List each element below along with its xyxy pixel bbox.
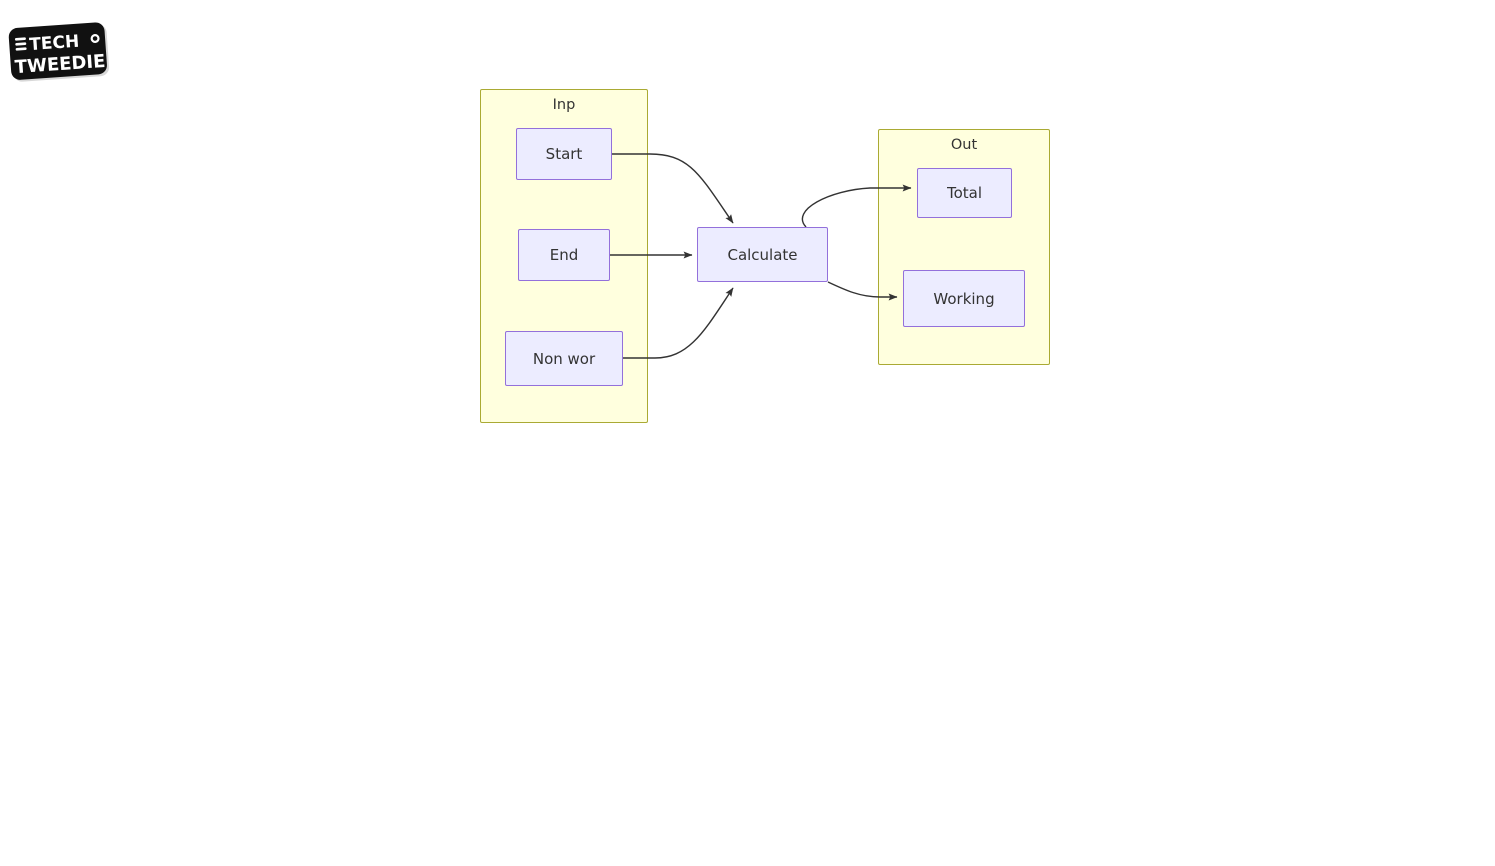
cluster-inputs-label: Inp — [552, 97, 576, 113]
node-calculate-label: Calculate — [727, 245, 798, 264]
cluster-outputs-label: Out — [950, 137, 978, 153]
node-start-label: Start — [545, 145, 583, 163]
node-working-label: Working — [933, 289, 995, 308]
node-end[interactable]: End — [518, 229, 610, 281]
node-total[interactable]: Total — [917, 168, 1012, 218]
logo-text-line1: TECH — [29, 32, 80, 55]
node-non-working-label: Non wor — [532, 349, 596, 368]
node-calculate[interactable]: Calculate — [697, 227, 828, 282]
cluster-outputs[interactable]: Out — [878, 129, 1050, 365]
tech-tweedie-logo: TECH TWEEDIE — [6, 18, 114, 88]
node-end-label: End — [549, 246, 579, 264]
node-working[interactable]: Working — [903, 270, 1025, 327]
node-non-working[interactable]: Non wor — [505, 331, 623, 386]
node-total-label: Total — [946, 184, 983, 202]
node-start[interactable]: Start — [516, 128, 612, 180]
